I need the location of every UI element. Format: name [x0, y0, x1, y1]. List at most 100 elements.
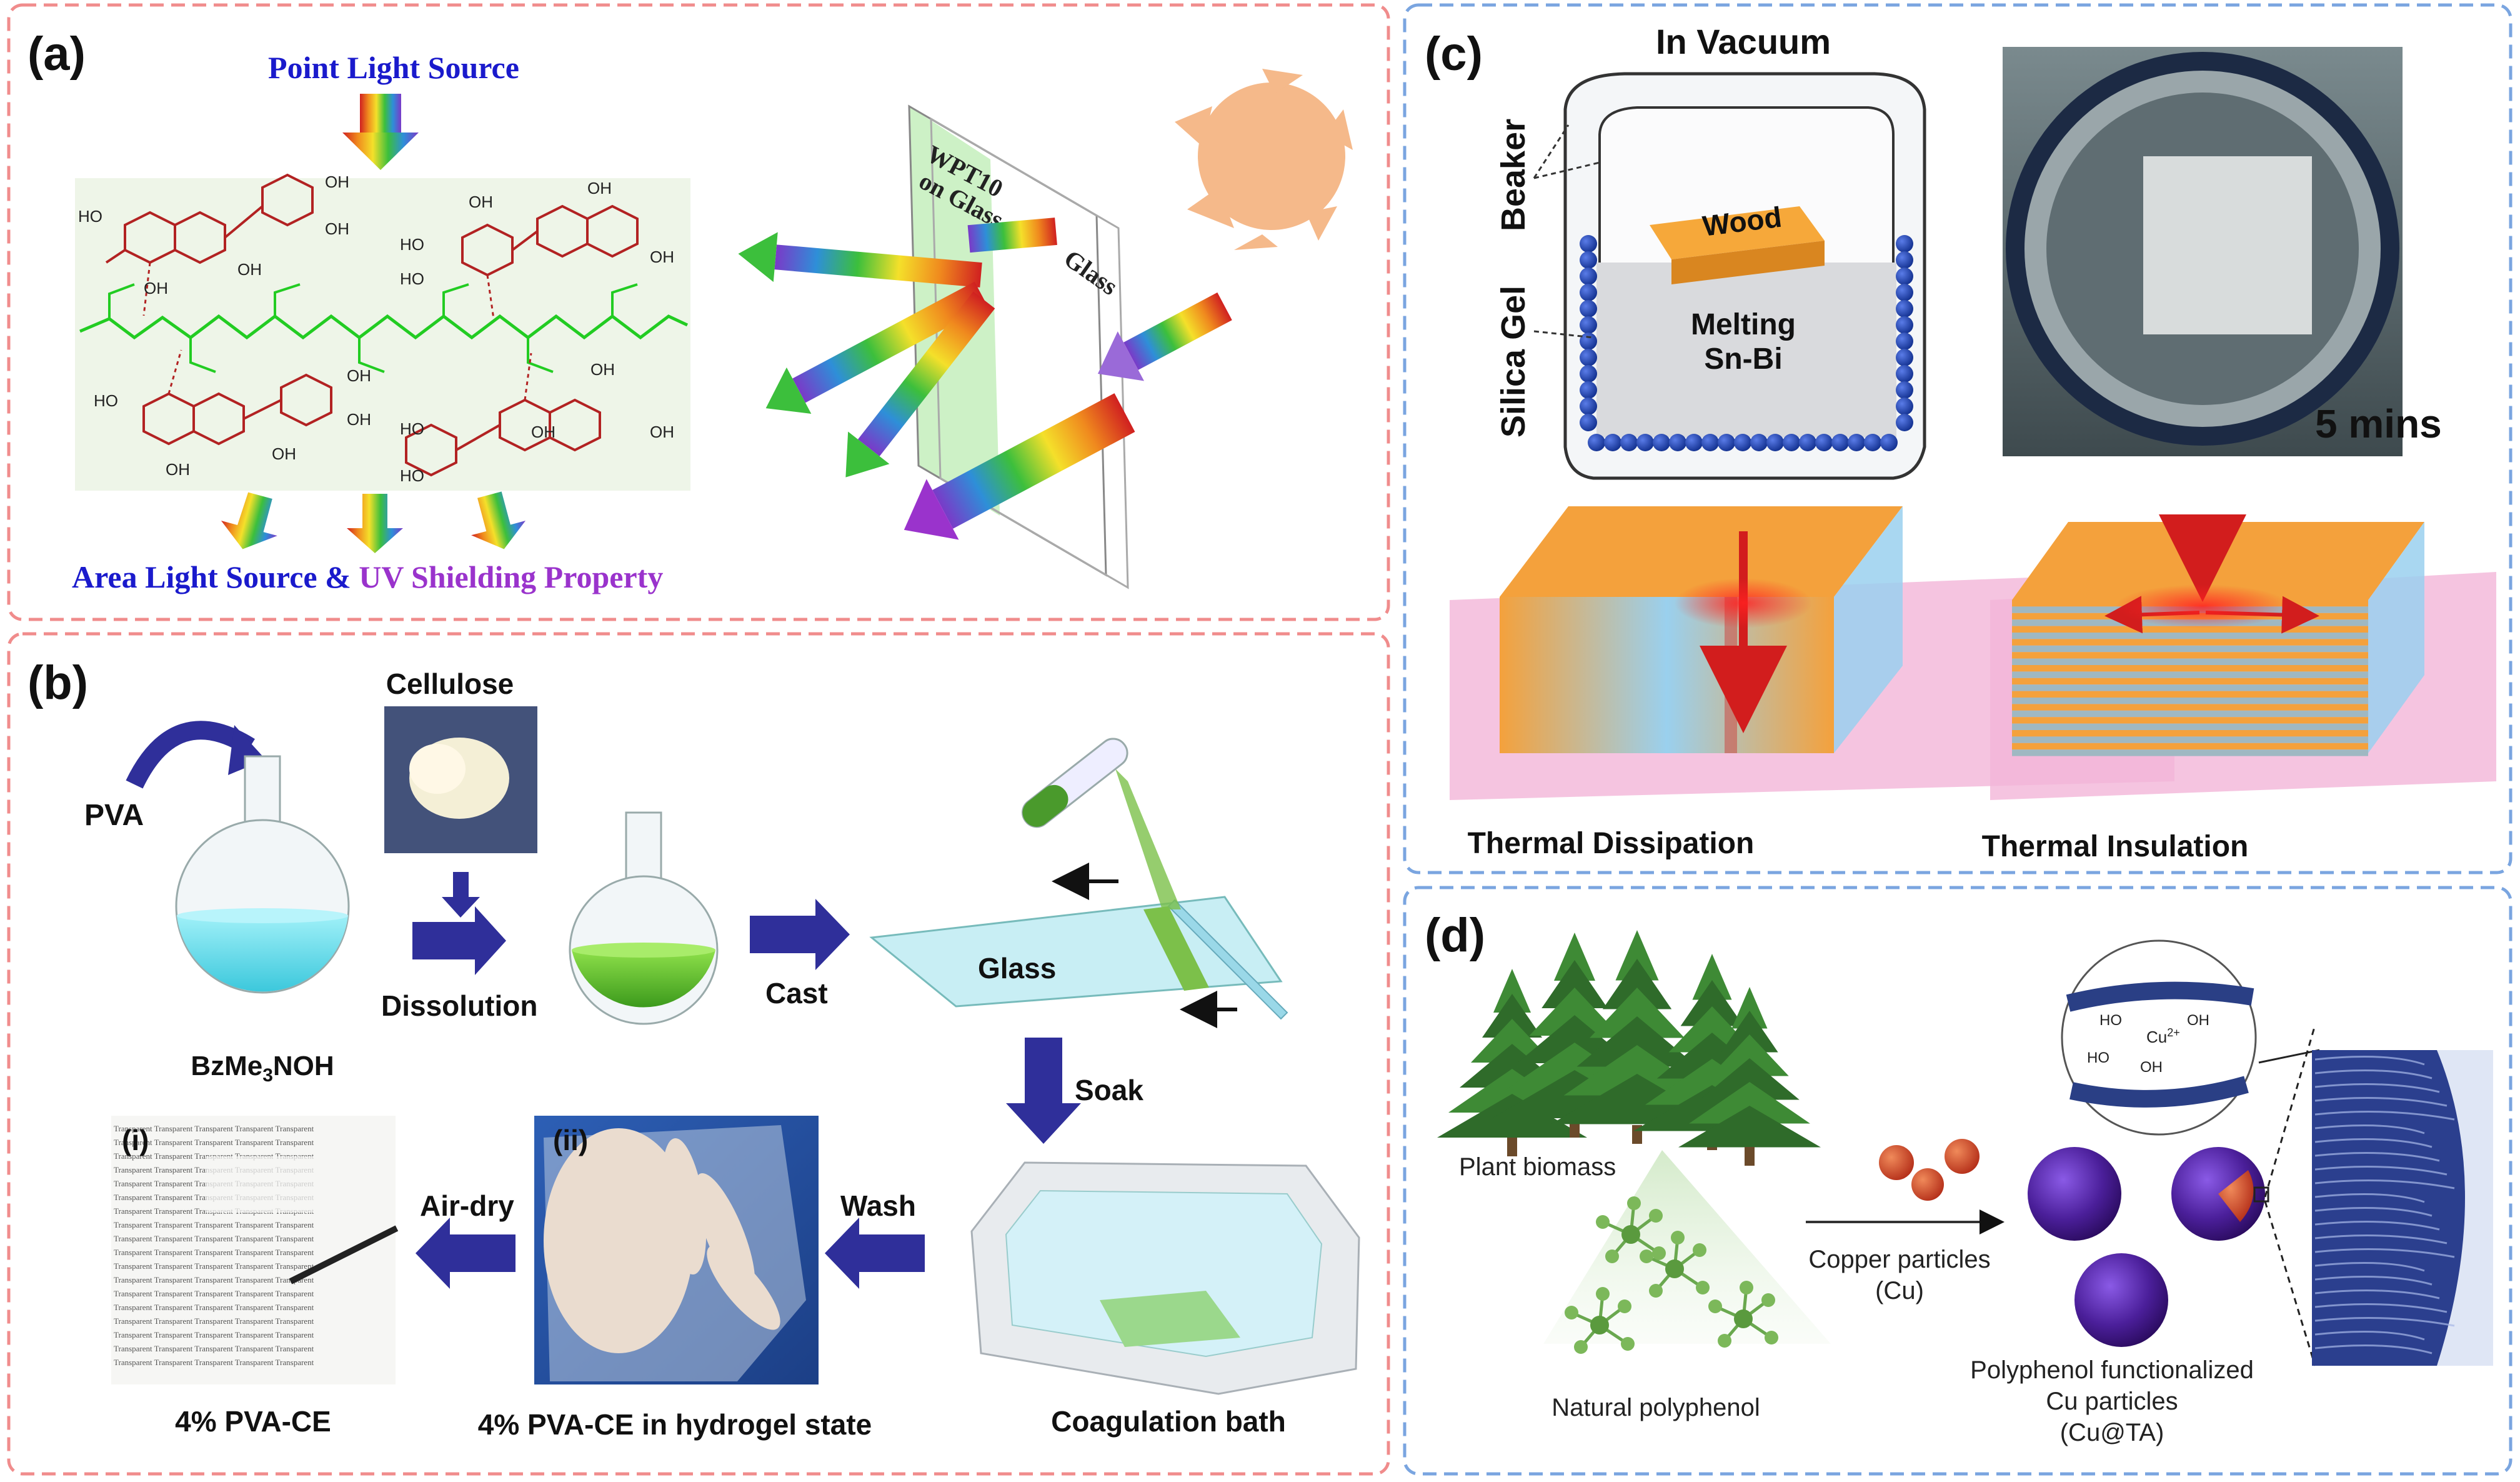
- inset-ho-label: HO: [2087, 1049, 2109, 1066]
- oh-label: OH: [237, 260, 262, 279]
- hydrogel-caption: 4% PVA-CE in hydrogel state: [478, 1408, 872, 1441]
- soak-label: Soak: [1075, 1074, 1143, 1106]
- oh-label: HO: [400, 419, 424, 438]
- beaker-label: Beaker: [1495, 119, 1532, 231]
- oh-label: OH: [347, 366, 371, 385]
- transparent-text-row: Transparent Transparent Transparent Tran…: [114, 1138, 314, 1147]
- snbi-label: Sn-Bi: [1704, 343, 1782, 376]
- cu-ta-label-line3: (Cu@TA): [2060, 1419, 2164, 1446]
- panel-d-border: [1403, 886, 2513, 1476]
- oh-label: OH: [531, 423, 555, 441]
- wash-label: Wash: [840, 1189, 916, 1222]
- point-light-arrow: [342, 94, 419, 170]
- glass-label-b: Glass: [978, 952, 1056, 984]
- cast-label: Cast: [765, 977, 828, 1009]
- soak-arrow: [1006, 1038, 1081, 1144]
- panel-b: (b) PVA BzMe3NOH Cellulose Dissolution: [7, 632, 1390, 1476]
- oh-label: OH: [272, 444, 296, 463]
- catechin-top-left: [105, 173, 314, 264]
- panel-d-letter: (d): [1425, 909, 1485, 962]
- transparent-text-row: Transparent Transparent Transparent Tran…: [114, 1220, 314, 1229]
- transparent-text-row: Transparent Transparent Transparent Tran…: [114, 1289, 314, 1298]
- coordination-inset: Cu2+ HO OH HO OH: [2061, 939, 2257, 1136]
- coagulation-bath: [970, 1161, 1360, 1395]
- panel-a-border: [7, 3, 1390, 621]
- copper-particles: [1879, 1139, 1980, 1201]
- air-dry-label: Air-dry: [420, 1189, 514, 1222]
- bzme3noh-label: BzMe3NOH: [191, 1051, 334, 1086]
- bzme3noh-tail: NOH: [273, 1051, 334, 1081]
- trees-icon: [1437, 930, 1821, 1166]
- transparent-text-row: Transparent Transparent Transparent Tran…: [114, 1316, 314, 1326]
- oh-label: OH: [650, 423, 674, 441]
- cellulose-photo: [384, 706, 537, 853]
- oh-label: OH: [587, 179, 612, 198]
- pva-label: PVA: [84, 799, 144, 832]
- plant-biomass-label: Plant biomass: [1459, 1153, 1616, 1181]
- extraction-cone: [1543, 1150, 1831, 1344]
- copper-symbol-label: (Cu): [1875, 1277, 1924, 1304]
- point-light-caption: Point Light Source: [268, 50, 519, 85]
- inset-oh-label: OH: [2187, 1012, 2209, 1029]
- inset-oh-label: OH: [2140, 1059, 2163, 1076]
- wash-arrow: [825, 1218, 925, 1289]
- dissolution-arrow: [412, 906, 506, 975]
- sem-image: [2312, 1050, 2493, 1366]
- catechin-top-right: [461, 204, 639, 277]
- copper-particles-label: Copper particles: [1808, 1246, 1990, 1273]
- silica-gel-label: Silica Gel: [1495, 286, 1532, 438]
- thermal-insulation-block: [1990, 514, 2496, 800]
- oh-label: OH: [166, 460, 190, 479]
- uv-shielding-caption: UV Shielding Property: [359, 559, 663, 594]
- oh-label: OH: [650, 248, 674, 266]
- thermal-insulation-caption: Thermal Insulation: [1982, 830, 2249, 863]
- cu-ta-particles: [2028, 1147, 2269, 1347]
- sun-icon: [1175, 69, 1353, 250]
- panel-a-letter: (a): [27, 28, 86, 81]
- transparent-text-row: Transparent Transparent Transparent Tran…: [114, 1344, 314, 1353]
- inset-cu-ion: Cu2+: [2146, 1026, 2180, 1046]
- transparent-text-row: Transparent Transparent Transparent Tran…: [114, 1248, 314, 1257]
- oh-label: HO: [78, 207, 102, 226]
- oh-label: OH: [347, 410, 371, 429]
- cellulose-down-arrow: [442, 872, 480, 918]
- in-vacuum-title: In Vacuum: [1656, 22, 1831, 61]
- panel-c-letter: (c): [1425, 28, 1483, 81]
- bzme3noh-subscript: 3: [262, 1065, 273, 1086]
- area-light-arrows: [221, 491, 526, 553]
- cu-ta-label-line1: Polyphenol functionalized: [1970, 1356, 2254, 1384]
- glass-casting: [869, 738, 1288, 1028]
- cu-ta-label-line2: Cu particles: [2046, 1388, 2178, 1415]
- dissolution-label: Dissolution: [381, 989, 537, 1022]
- oh-label: HO: [400, 269, 424, 288]
- photo-ii-label: (ii): [553, 1124, 588, 1156]
- thermal-dissipation-caption: Thermal Dissipation: [1468, 827, 1755, 860]
- natural-polyphenol-label: Natural polyphenol: [1551, 1394, 1760, 1421]
- polyphenol-molecules: [1565, 1196, 1778, 1354]
- coagulation-bath-caption: Coagulation bath: [1051, 1405, 1286, 1438]
- dried-film-photo: Transparent Transparent Transparent Tran…: [111, 1116, 399, 1384]
- panel-b-letter: (b): [27, 656, 88, 709]
- transparent-text-row: Transparent Transparent Transparent Tran…: [114, 1303, 314, 1312]
- oh-label: OH: [325, 219, 349, 238]
- air-dry-arrow: [416, 1218, 515, 1289]
- cast-arrow: [750, 899, 850, 970]
- oh-label: HO: [400, 466, 424, 485]
- transparent-text-row: Transparent Transparent Transparent Tran…: [114, 1261, 314, 1271]
- flask-blue: [175, 755, 350, 994]
- oh-label: OH: [144, 279, 168, 298]
- refraction-arrows: [738, 218, 1232, 540]
- dried-film-caption: 4% PVA-CE: [175, 1405, 331, 1438]
- beaker-photo: 5 mins: [2003, 47, 2442, 456]
- transparent-text-row: Transparent Transparent Transparent Tran…: [114, 1275, 314, 1284]
- oh-label: HO: [94, 391, 118, 410]
- panel-c-border: [1403, 3, 2513, 874]
- transparent-text-row: Transparent Transparent Transparent Tran…: [114, 1234, 314, 1243]
- panel-a: (a) Point Light Source: [7, 3, 1390, 621]
- oh-label: OH: [590, 360, 615, 379]
- oh-label: OH: [325, 173, 349, 191]
- cellulose-chain: [79, 314, 689, 340]
- melting-label: Melting: [1691, 308, 1796, 341]
- flask-green: [569, 811, 719, 1025]
